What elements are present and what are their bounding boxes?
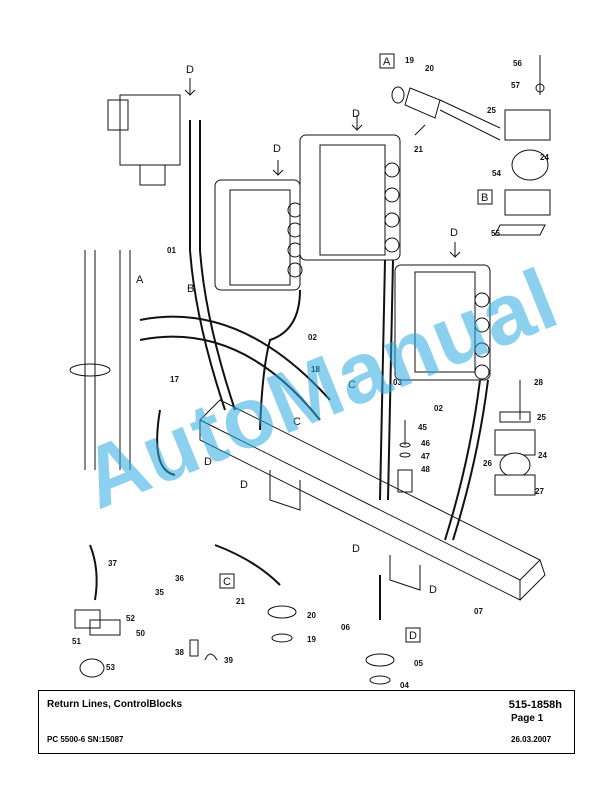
view-box-c xyxy=(219,573,235,589)
callout-02-b: 02 xyxy=(434,404,443,413)
callout-38: 38 xyxy=(175,648,184,657)
callout-01: 01 xyxy=(167,246,176,255)
callout-25-b: 25 xyxy=(537,413,546,422)
callout-28: 28 xyxy=(534,378,543,387)
view-arrow-c-2: C xyxy=(348,379,356,391)
callout-46: 46 xyxy=(421,439,430,448)
callout-45: 45 xyxy=(418,423,427,432)
parts-diagram: A B C D A B D D D D D D D D C C 01 02 02… xyxy=(69,53,551,690)
callout-56: 56 xyxy=(513,59,522,68)
callout-19-a: 19 xyxy=(405,56,414,65)
view-arrow-d-8: D xyxy=(429,584,437,596)
drawing-title: Return Lines, ControlBlocks xyxy=(47,699,183,710)
right-clamp-detail xyxy=(494,380,536,496)
detail-b-clamp xyxy=(494,55,551,236)
control-block-1 xyxy=(214,179,303,291)
callout-47: 47 xyxy=(421,452,430,461)
view-arrow-d-3: D xyxy=(352,108,360,120)
view-arrow-d-5: D xyxy=(204,456,212,468)
callout-24-b: 24 xyxy=(538,451,547,460)
callout-21-b: 21 xyxy=(236,597,245,606)
bolt-stack xyxy=(397,420,413,493)
revision-date: 26.03.2007 xyxy=(511,735,552,744)
hoses xyxy=(89,120,489,620)
detail-a-fitting xyxy=(391,86,501,141)
callout-50: 50 xyxy=(136,629,145,638)
view-arrow-c-1: C xyxy=(293,416,301,428)
view-arrow-d-4: D xyxy=(450,227,458,239)
callout-06: 06 xyxy=(341,623,350,632)
view-arrow-d-6: D xyxy=(240,479,248,491)
callout-25-a: 25 xyxy=(487,106,496,115)
view-arrows xyxy=(184,78,461,258)
callout-48: 48 xyxy=(421,465,430,474)
callout-52: 52 xyxy=(126,614,135,623)
callout-54: 54 xyxy=(492,169,501,178)
callout-26: 26 xyxy=(483,459,492,468)
filter-housing xyxy=(107,94,181,186)
return-manifold xyxy=(199,399,546,601)
callout-17: 17 xyxy=(170,375,179,384)
page-number: Page 1 xyxy=(511,713,544,724)
callout-19-b: 19 xyxy=(307,635,316,644)
callout-04: 04 xyxy=(400,681,409,690)
control-block-2 xyxy=(299,134,401,261)
document-number: 515-1858h xyxy=(508,699,562,711)
callout-55: 55 xyxy=(491,229,500,238)
callout-57: 57 xyxy=(511,81,520,90)
bottom-details xyxy=(74,605,395,685)
callout-37: 37 xyxy=(108,559,117,568)
view-arrow-d-1: D xyxy=(186,64,194,76)
callout-51: 51 xyxy=(72,637,81,646)
callout-05: 05 xyxy=(414,659,423,668)
view-box-d xyxy=(405,627,421,643)
callout-02-a: 02 xyxy=(308,333,317,342)
callout-53: 53 xyxy=(106,663,115,672)
machine-model: PC 5500-6 SN:15087 xyxy=(47,735,124,744)
callout-24-a: 24 xyxy=(540,153,549,162)
control-block-3 xyxy=(394,264,491,381)
callout-35: 35 xyxy=(155,588,164,597)
frame-posts xyxy=(69,250,131,470)
callout-39: 39 xyxy=(224,656,233,665)
callout-20-a: 20 xyxy=(425,64,434,73)
title-block: Return Lines, ControlBlocks 515-1858h Pa… xyxy=(38,690,575,754)
view-box-b xyxy=(477,189,493,205)
callout-27: 27 xyxy=(535,487,544,496)
view-label-a: A xyxy=(383,56,391,68)
callout-03: 03 xyxy=(393,378,402,387)
callout-07: 07 xyxy=(474,607,483,616)
view-arrow-a: A xyxy=(136,274,144,286)
callout-36: 36 xyxy=(175,574,184,583)
callout-21-a: 21 xyxy=(414,145,423,154)
view-arrow-d-7: D xyxy=(352,543,360,555)
callout-18: 18 xyxy=(311,365,320,374)
view-label-b: B xyxy=(481,192,488,204)
view-label-d: D xyxy=(409,630,417,642)
view-arrow-d-2: D xyxy=(273,143,281,155)
view-arrow-b: B xyxy=(187,283,194,295)
view-label-c: C xyxy=(223,576,231,588)
view-box-a xyxy=(379,53,395,69)
callout-20-b: 20 xyxy=(307,611,316,620)
